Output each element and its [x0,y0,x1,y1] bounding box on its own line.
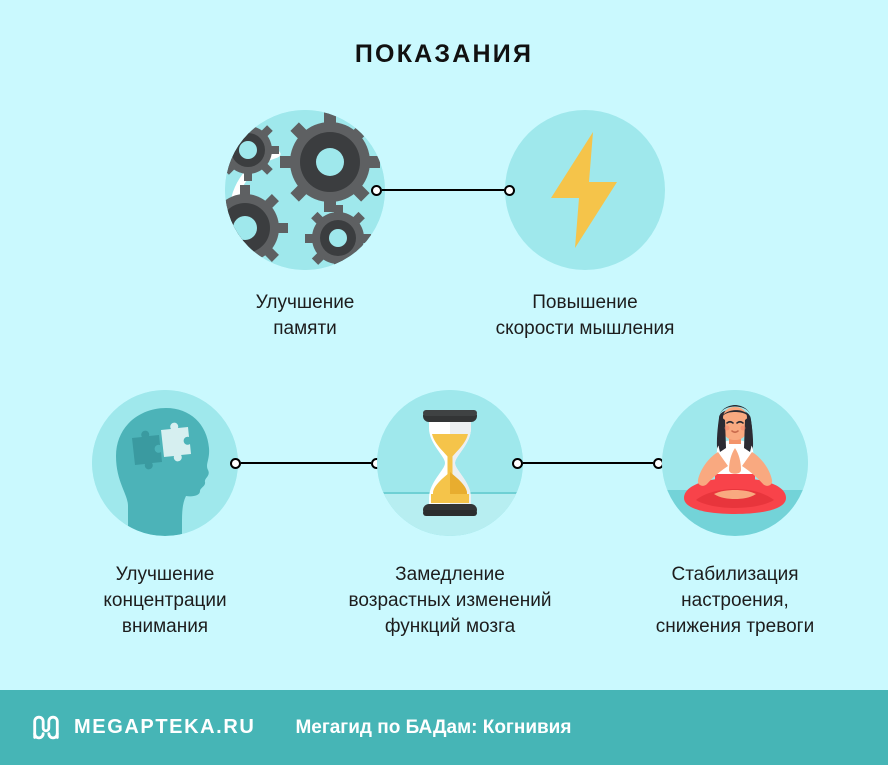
circle-memory [225,110,385,270]
footer-tagline: Мегагид по БАДам: Когнивия [295,716,572,738]
node-label-aging: Замедление возрастных изменений функций … [348,564,552,637]
head-puzzle-icon [92,390,238,536]
connector-dot-end [504,184,515,196]
lightning-bolt-icon [551,132,617,248]
page-title: ПОКАЗАНИЯ [354,40,534,68]
circle-aging [377,390,523,536]
node-label-speed: Повышение скорости мышления [495,292,675,339]
footer-brand[interactable]: MEGAPTEKA.RU [74,716,256,738]
footer-bar: MEGAPTEKA.RU Мегагид по БАДам: Когнивия [0,690,888,765]
connector-focus-aging [230,455,382,471]
connector-line [382,188,504,192]
connector-memory-speed [371,182,515,198]
connector-line [241,461,371,465]
meditating-woman-icon [662,390,808,536]
connector-aging-mood [512,455,664,471]
gears-icon [225,110,385,270]
node-label-focus: Улучшение концентрации внимания [103,564,227,637]
connector-line [523,461,653,465]
circle-mood [662,390,808,536]
node-label-memory: Улучшение памяти [255,292,355,339]
node-label-mood: Стабилизация настроения, снижения тревог… [655,564,815,637]
connector-dot-start [371,184,382,196]
connector-dot-start [512,457,523,469]
hourglass-icon [377,390,523,536]
circle-focus [92,390,238,536]
megapteka-m-logo-icon [33,715,59,739]
circle-speed [505,110,665,270]
connector-dot-start [230,457,241,469]
